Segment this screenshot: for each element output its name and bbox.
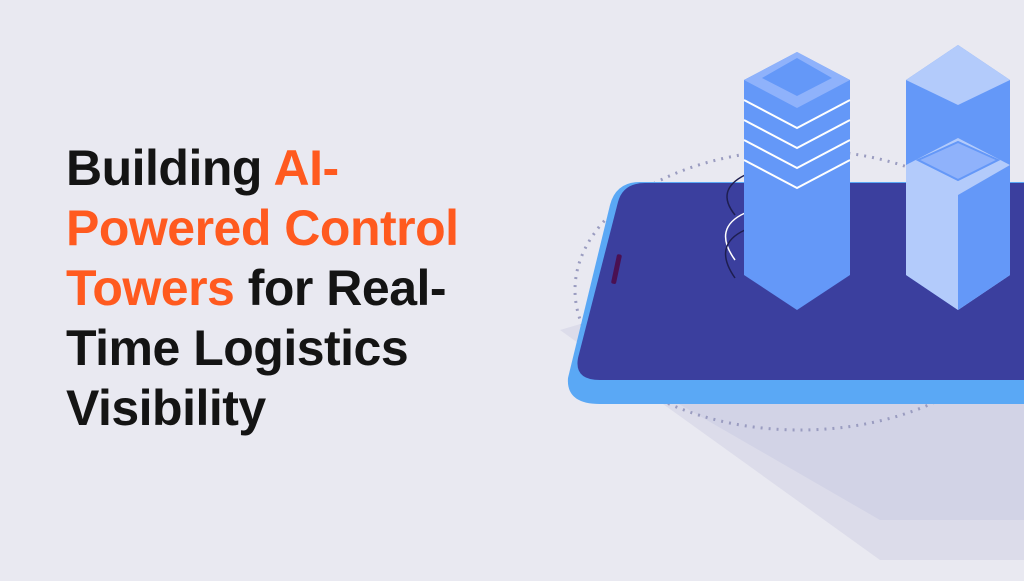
headline-accent: Towers xyxy=(66,260,235,316)
headline-text: for Real- xyxy=(234,260,447,316)
headline: Building AI- Powered Control Towers for … xyxy=(66,138,459,438)
headline-line: Powered Control xyxy=(66,198,459,258)
headline-line: Towers for Real- xyxy=(66,258,459,318)
headline-text: Building xyxy=(66,140,274,196)
headline-line: Visibility xyxy=(66,378,459,438)
headline-text: Time Logistics xyxy=(66,320,409,376)
signal-waves-icon xyxy=(724,174,746,279)
headline-text: Visibility xyxy=(66,380,266,436)
headline-accent: AI- xyxy=(273,140,340,196)
server-box-icon xyxy=(906,45,1010,310)
headline-accent: Powered Control xyxy=(66,200,459,256)
headline-line: Building AI- xyxy=(66,138,459,198)
server-tower-icon xyxy=(743,52,851,310)
headline-line: Time Logistics xyxy=(66,318,459,378)
